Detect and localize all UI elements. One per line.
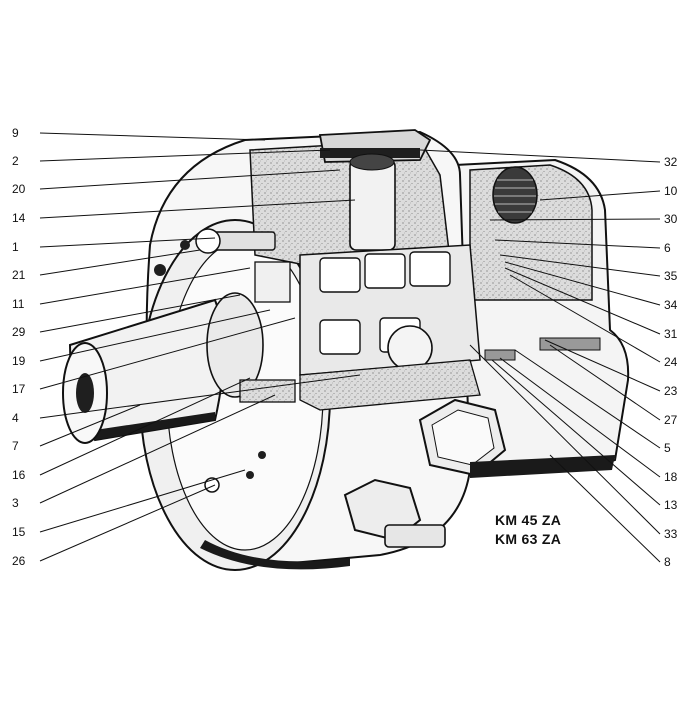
clamp-bolt-head bbox=[195, 228, 221, 254]
callout-6: 6 bbox=[664, 241, 671, 255]
leader-line bbox=[39, 237, 216, 248]
spring-mid bbox=[484, 349, 516, 361]
shaft-collar bbox=[206, 292, 264, 398]
callout-9: 9 bbox=[12, 126, 19, 140]
leader-line bbox=[499, 357, 661, 478]
callout-4: 4 bbox=[12, 411, 19, 425]
callout-14: 14 bbox=[12, 211, 26, 225]
leader-lines bbox=[39, 132, 661, 563]
callout-27: 27 bbox=[664, 413, 678, 427]
callout-20: 20 bbox=[12, 182, 26, 196]
leader-line bbox=[39, 404, 141, 447]
leader-line bbox=[469, 344, 661, 535]
callout-33: 33 bbox=[664, 527, 678, 541]
leader-line bbox=[39, 484, 216, 562]
callout-34: 34 bbox=[664, 298, 678, 312]
callout-17: 17 bbox=[12, 382, 26, 396]
leader-line bbox=[549, 454, 661, 563]
leader-line bbox=[509, 274, 661, 363]
leader-line bbox=[39, 377, 251, 476]
leader-line bbox=[419, 149, 661, 163]
leader-line bbox=[514, 349, 661, 449]
callout-15: 15 bbox=[12, 525, 26, 539]
callout-18: 18 bbox=[664, 470, 678, 484]
leader-line bbox=[39, 149, 331, 162]
spring-rear bbox=[539, 337, 601, 351]
callout-16: 16 bbox=[12, 468, 26, 482]
leader-line bbox=[39, 132, 266, 141]
callout-35: 35 bbox=[664, 269, 678, 283]
port-thread bbox=[492, 166, 538, 224]
callout-23: 23 bbox=[664, 384, 678, 398]
callout-5: 5 bbox=[664, 441, 671, 455]
callout-1: 1 bbox=[12, 240, 19, 254]
model-line-2: KM 63 ZA bbox=[495, 531, 562, 547]
leader-line bbox=[544, 339, 661, 392]
housing-shadow bbox=[470, 455, 615, 478]
leader-line bbox=[504, 267, 661, 335]
callout-26: 26 bbox=[12, 554, 26, 568]
callout-13: 13 bbox=[664, 498, 678, 512]
leader-line bbox=[539, 190, 661, 201]
housing-section-bottom bbox=[299, 359, 481, 411]
callout-8: 8 bbox=[664, 555, 671, 569]
leader-line bbox=[39, 394, 276, 504]
callout-3: 3 bbox=[12, 496, 19, 510]
leader-line bbox=[39, 317, 296, 390]
flange-shadow bbox=[200, 540, 350, 570]
leader-line bbox=[549, 344, 661, 421]
bearing-block bbox=[254, 261, 291, 303]
leader-line bbox=[39, 199, 356, 219]
callout-30: 30 bbox=[664, 212, 678, 226]
leader-line bbox=[39, 309, 271, 362]
bottom-nut bbox=[384, 524, 446, 548]
callout-31: 31 bbox=[664, 327, 678, 341]
valve-spool bbox=[349, 159, 396, 251]
callout-32: 32 bbox=[664, 155, 678, 169]
leader-line bbox=[39, 374, 361, 419]
valve-spool-top bbox=[349, 153, 395, 171]
leader-line bbox=[39, 249, 201, 276]
callout-19: 19 bbox=[12, 354, 26, 368]
model-line-1: KM 45 ZA bbox=[495, 512, 562, 528]
callout-7: 7 bbox=[12, 439, 19, 453]
thread-lines bbox=[494, 179, 536, 213]
callout-21: 21 bbox=[12, 268, 26, 282]
output-shaft-shadow bbox=[95, 412, 215, 440]
callout-11: 11 bbox=[12, 297, 25, 311]
callout-29: 29 bbox=[12, 325, 26, 339]
leader-line bbox=[39, 169, 341, 190]
leader-line bbox=[499, 254, 661, 277]
flange-hole-1 bbox=[154, 264, 166, 276]
leader-line bbox=[489, 218, 661, 221]
flange-hole-4 bbox=[246, 471, 254, 479]
callout-24: 24 bbox=[664, 355, 678, 369]
flange-hole-2 bbox=[180, 240, 190, 250]
shaft-bore bbox=[76, 373, 94, 413]
flange-hole-5 bbox=[258, 451, 266, 459]
leader-line bbox=[494, 239, 661, 249]
callout-2: 2 bbox=[12, 154, 19, 168]
leader-line bbox=[39, 267, 251, 305]
leader-line bbox=[491, 359, 661, 506]
hex-plug-large-face bbox=[431, 409, 495, 466]
leader-line bbox=[504, 261, 661, 306]
top-cover-slot bbox=[320, 148, 420, 158]
leader-line bbox=[39, 294, 241, 333]
callout-10: 10 bbox=[664, 184, 678, 198]
leader-line bbox=[39, 469, 246, 533]
